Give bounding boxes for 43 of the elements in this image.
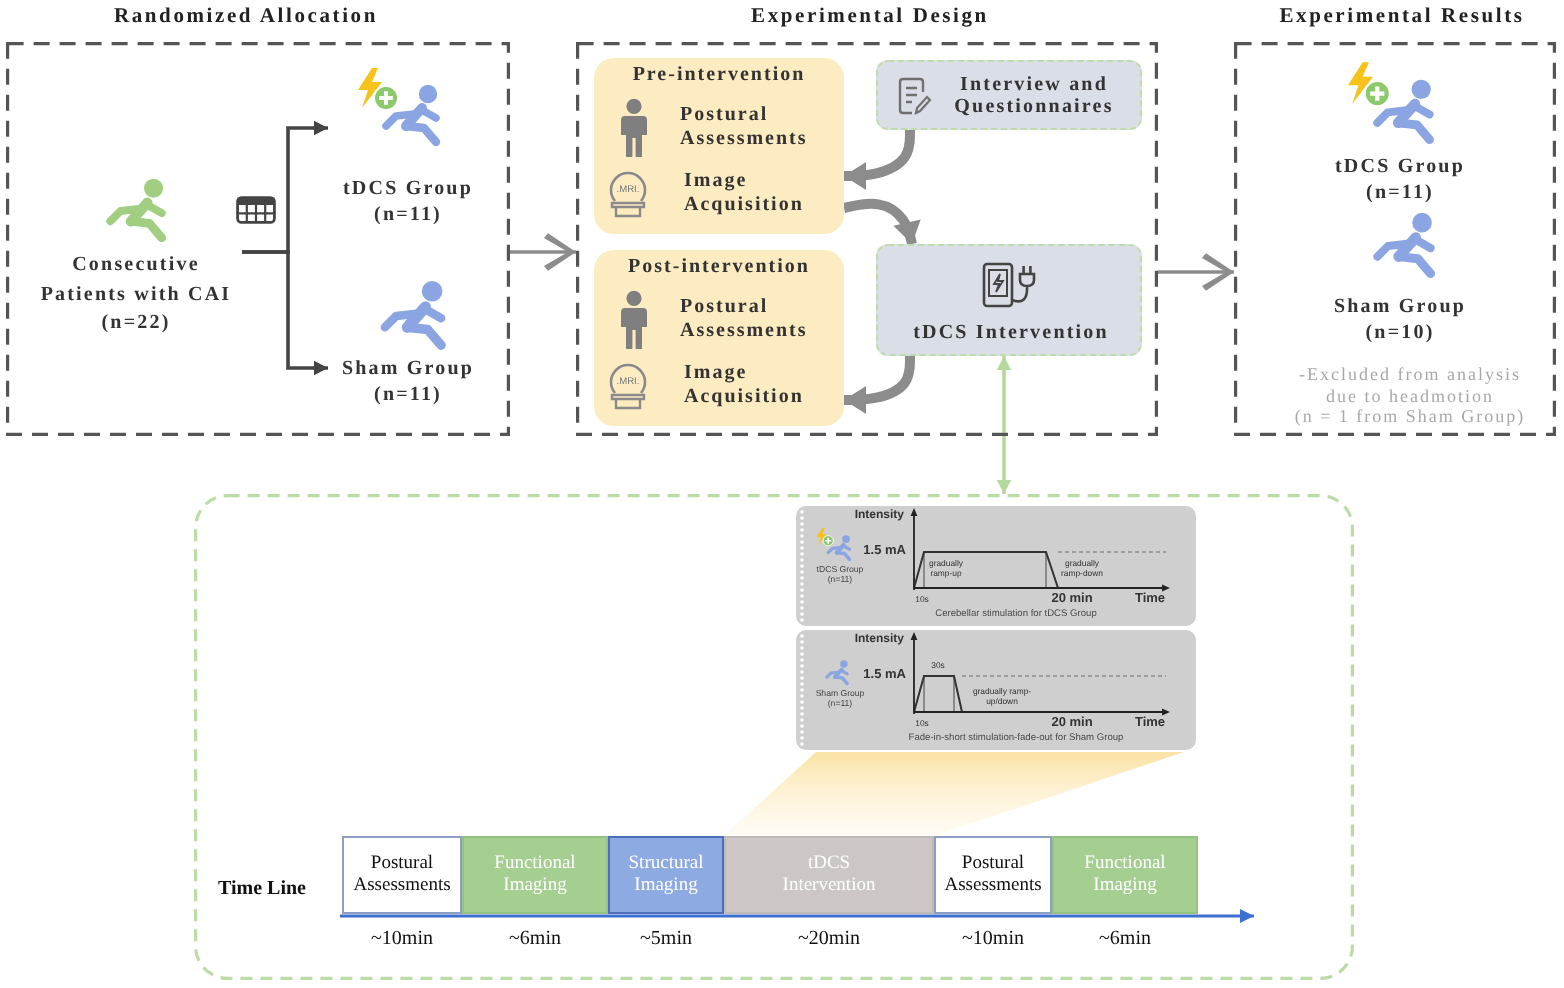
- phase-title: Post-intervention: [626, 256, 812, 280]
- duration-label: ~20min: [796, 928, 862, 952]
- duration-label: ~5min: [638, 928, 694, 952]
- phase-card: [594, 58, 844, 234]
- dashed-panel: [1234, 2, 1556, 436]
- panel-title: Randomized Allocation: [111, 4, 380, 30]
- step-label: Postural Assessments: [680, 296, 810, 344]
- timeline-segment: tDCS Intervention: [724, 836, 934, 914]
- group-label: Sham Group (n=11): [339, 358, 477, 408]
- timeline-segment: Postural Assessments: [342, 836, 462, 914]
- footnote: -Excluded from analysis due to headmotion (n = 1 from Sham Group): [1292, 364, 1528, 427]
- panel-title: Experimental Design: [749, 4, 991, 30]
- group-label: tDCS Group (n=11): [341, 176, 475, 228]
- dashed-panel: [576, 2, 1158, 436]
- timeline-segment: Functional Imaging: [462, 836, 608, 914]
- step-label: Image Acquisition: [684, 362, 806, 408]
- step-label: Postural Assessments: [680, 104, 810, 152]
- phase-card: [594, 250, 844, 426]
- duration-label: ~10min: [960, 928, 1026, 952]
- step-card: [876, 244, 1142, 356]
- stimulation-panel: [796, 630, 1196, 750]
- panel-title: Experimental Results: [1277, 4, 1527, 30]
- curved-arrow: [842, 198, 921, 246]
- step-label: Image Acquisition: [684, 170, 806, 216]
- duration-label: ~6min: [1097, 928, 1153, 952]
- group-label: Sham Group (n=10): [1331, 296, 1469, 346]
- dashed-panel: [194, 494, 1354, 980]
- branch-arrow: [242, 250, 328, 376]
- timeline-segment: Postural Assessments: [934, 836, 1052, 914]
- timeline-segment: Functional Imaging: [1052, 836, 1198, 914]
- duration-label: ~10min: [369, 928, 435, 952]
- phase-title: Pre-intervention: [630, 64, 808, 88]
- group-label: tDCS Group (n=11): [1333, 154, 1467, 206]
- dashed-panel: [6, 2, 510, 436]
- group-label: Consecutive Patients with CAI (n=22): [38, 252, 234, 338]
- double-arrow: [996, 356, 1012, 494]
- duration-label: ~6min: [507, 928, 563, 952]
- stimulation-panel: [796, 506, 1196, 626]
- axis-label: Time Line: [216, 878, 308, 902]
- step-label: Interview and Questionnaires: [952, 74, 1116, 118]
- step-label: tDCS Intervention: [911, 322, 1111, 346]
- step-card: [876, 60, 1142, 130]
- timeline-segment: Structural Imaging: [608, 836, 724, 914]
